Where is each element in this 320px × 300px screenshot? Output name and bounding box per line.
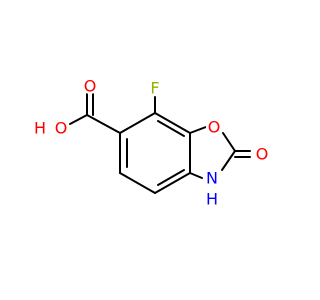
bond [189, 172, 203, 179]
structure-canvas: F O O H O O N H [32, 77, 270, 209]
bond [221, 150, 236, 171]
atom-fluorine: F [150, 79, 159, 98]
bond-group [69, 93, 251, 194]
atom-label-background [204, 191, 220, 207]
atom-label-background [254, 146, 270, 162]
atom-hydrogen-hydroxyl: H [34, 119, 46, 138]
bond [119, 172, 156, 194]
atom-oxygen-carbonyl: O [84, 77, 97, 96]
atom-oxygen-hydroxyl: O [55, 119, 68, 138]
atom-label-background [82, 78, 98, 94]
atom-label-background [147, 80, 163, 96]
atom-label-group: F O O H O O N H [32, 77, 270, 209]
atom-oxygen-ring: O [208, 118, 221, 137]
atom-label-background [53, 120, 69, 136]
atom-label-background [206, 119, 222, 135]
bond [154, 172, 191, 194]
atom-hydrogen-amine: H [206, 190, 218, 209]
atom-nitrogen: N [206, 169, 218, 188]
atom-label-background [204, 170, 220, 186]
molecule-diagram: F O O H O O N H [32, 77, 270, 209]
bond [119, 112, 156, 134]
bond [222, 132, 236, 152]
bond [69, 114, 88, 125]
bond [189, 126, 207, 134]
bond [154, 112, 191, 134]
bond [157, 169, 185, 186]
bond [157, 120, 185, 137]
bond [86, 114, 121, 134]
atom-oxygen-ketone: O [256, 145, 269, 164]
atom-label-background [32, 120, 48, 136]
